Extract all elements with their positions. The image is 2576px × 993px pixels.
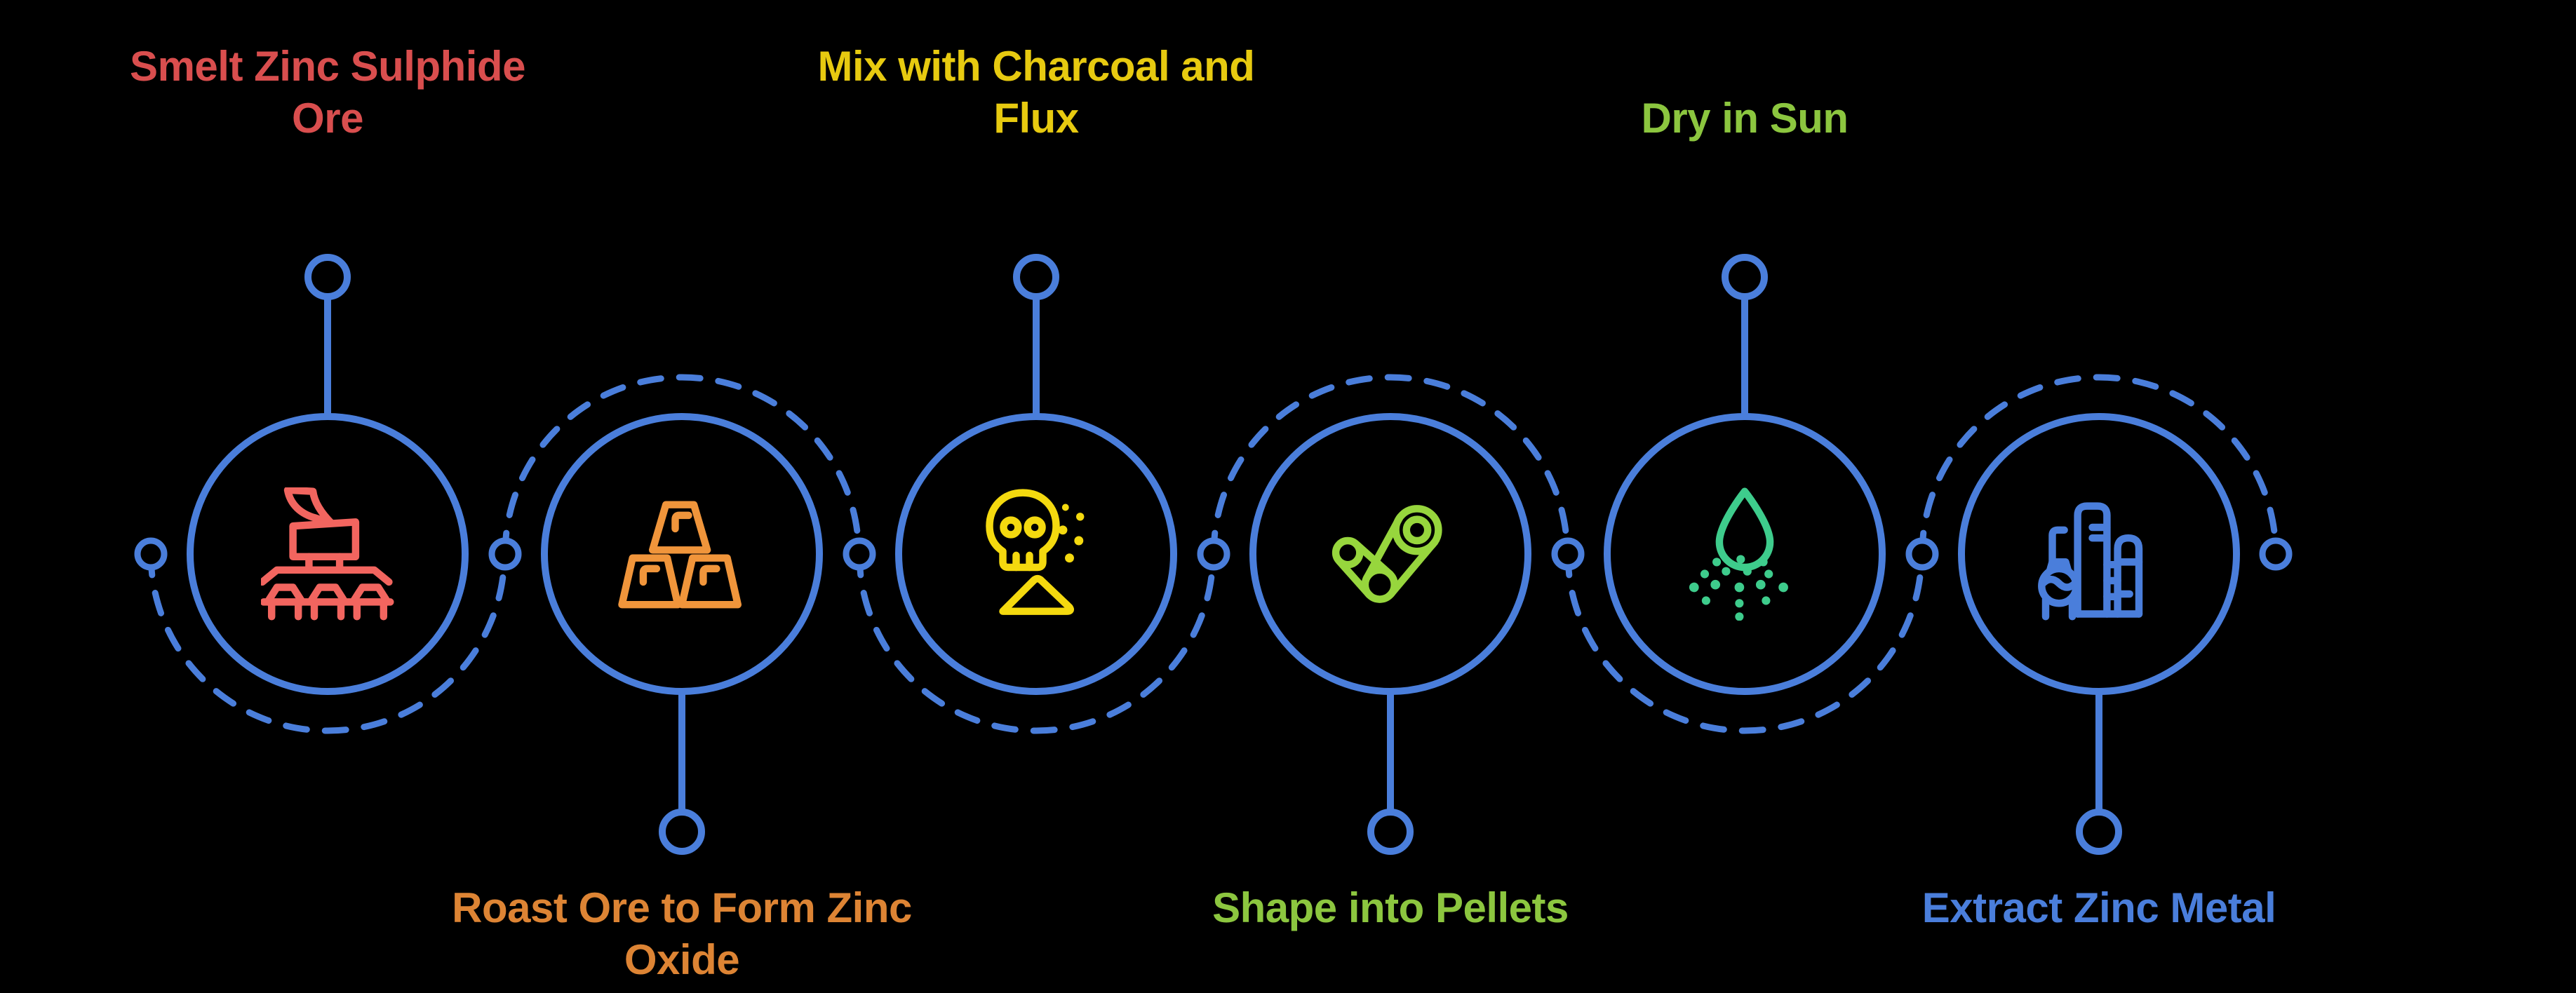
smelting-furnace-icon bbox=[261, 487, 394, 621]
label-line: Ore bbox=[292, 95, 363, 142]
toxic-skull-icon bbox=[986, 489, 1085, 615]
label-line: Extract Zinc Metal bbox=[1921, 884, 2276, 931]
step-label-extract-zinc: Extract Zinc Metal bbox=[1832, 882, 2366, 987]
junction-node bbox=[1905, 537, 1939, 571]
label-line: Flux bbox=[993, 95, 1079, 142]
zinc-refinery-icon bbox=[2038, 502, 2143, 621]
step-label-shape-pellets: Shape into Pellets bbox=[1124, 882, 1657, 987]
label-line: Oxide bbox=[624, 936, 740, 983]
label-line: Shape into Pellets bbox=[1212, 884, 1569, 931]
junction-node bbox=[843, 537, 876, 571]
terminal-node bbox=[1013, 254, 1059, 300]
stem-lines bbox=[324, 293, 2102, 816]
junction-node bbox=[488, 537, 522, 571]
terminal-node bbox=[1722, 254, 1768, 300]
chain-strokes bbox=[134, 254, 2293, 855]
label-line: Mix with Charcoal and bbox=[817, 43, 1255, 90]
junction-node bbox=[2259, 537, 2293, 571]
step-label-dry-in-sun: Dry in Sun bbox=[1478, 39, 2011, 144]
terminal-node bbox=[1367, 809, 1414, 855]
junction-node bbox=[1197, 537, 1230, 571]
junction-nodes bbox=[134, 537, 2293, 571]
pellet-linkage-icon bbox=[1331, 505, 1442, 603]
terminal-node bbox=[2076, 809, 2122, 855]
dashed-arc-path bbox=[147, 374, 2279, 734]
drying-drop-icon bbox=[1689, 487, 1788, 621]
step-label-smelt-ore: Smelt Zinc Sulphide Ore bbox=[61, 39, 594, 144]
step-label-roast-ore: Roast Ore to Form Zinc Oxide bbox=[415, 882, 948, 987]
scatter-dots bbox=[1058, 504, 1085, 563]
terminal-node bbox=[304, 254, 351, 300]
evaporation-dots bbox=[1689, 555, 1788, 621]
junction-node bbox=[134, 537, 168, 571]
label-line: Roast Ore to Form Zinc bbox=[452, 884, 912, 931]
zinc-ingots-icon bbox=[618, 501, 742, 609]
terminal-node bbox=[659, 809, 705, 855]
label-line: Smelt Zinc Sulphide bbox=[130, 43, 525, 90]
label-line: Dry in Sun bbox=[1641, 95, 1849, 142]
junction-node bbox=[1551, 537, 1585, 571]
step-label-mix-charcoal: Mix with Charcoal and Flux bbox=[770, 39, 1303, 144]
